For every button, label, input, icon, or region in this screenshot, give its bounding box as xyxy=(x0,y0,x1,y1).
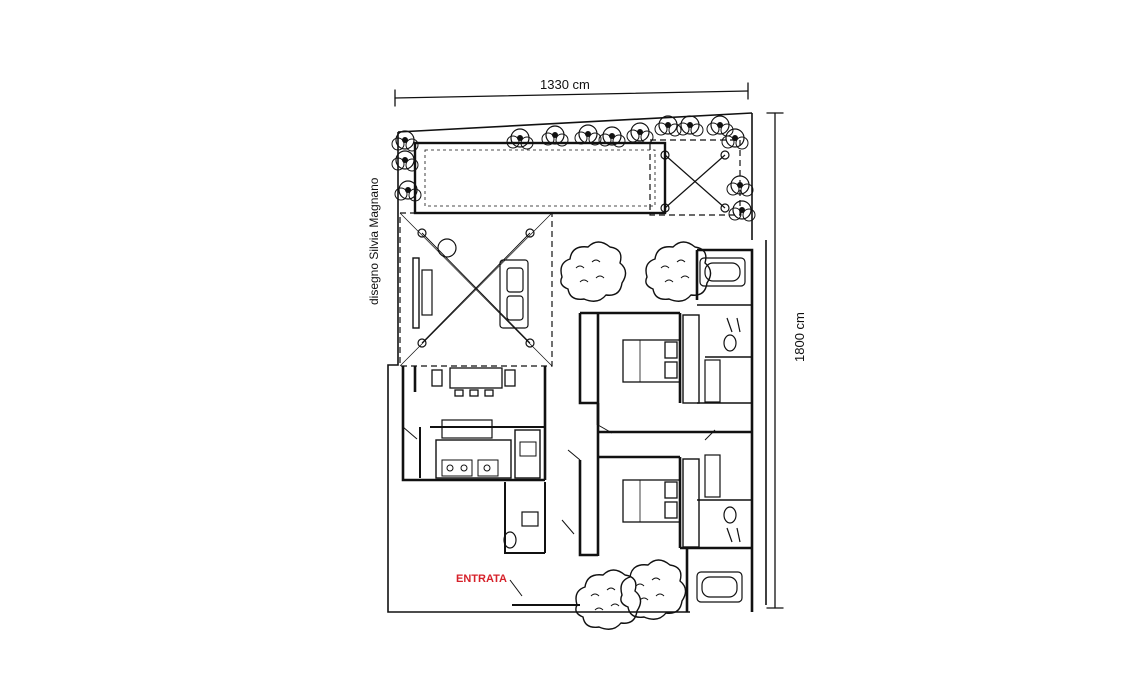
drawing-credit: disegno Silvia Magnano xyxy=(367,177,381,305)
entrance-label: ENTRATA xyxy=(456,573,507,585)
width-dimension-label: 1330 cm xyxy=(540,77,590,92)
height-dimension-label: 1800 cm xyxy=(792,312,807,362)
